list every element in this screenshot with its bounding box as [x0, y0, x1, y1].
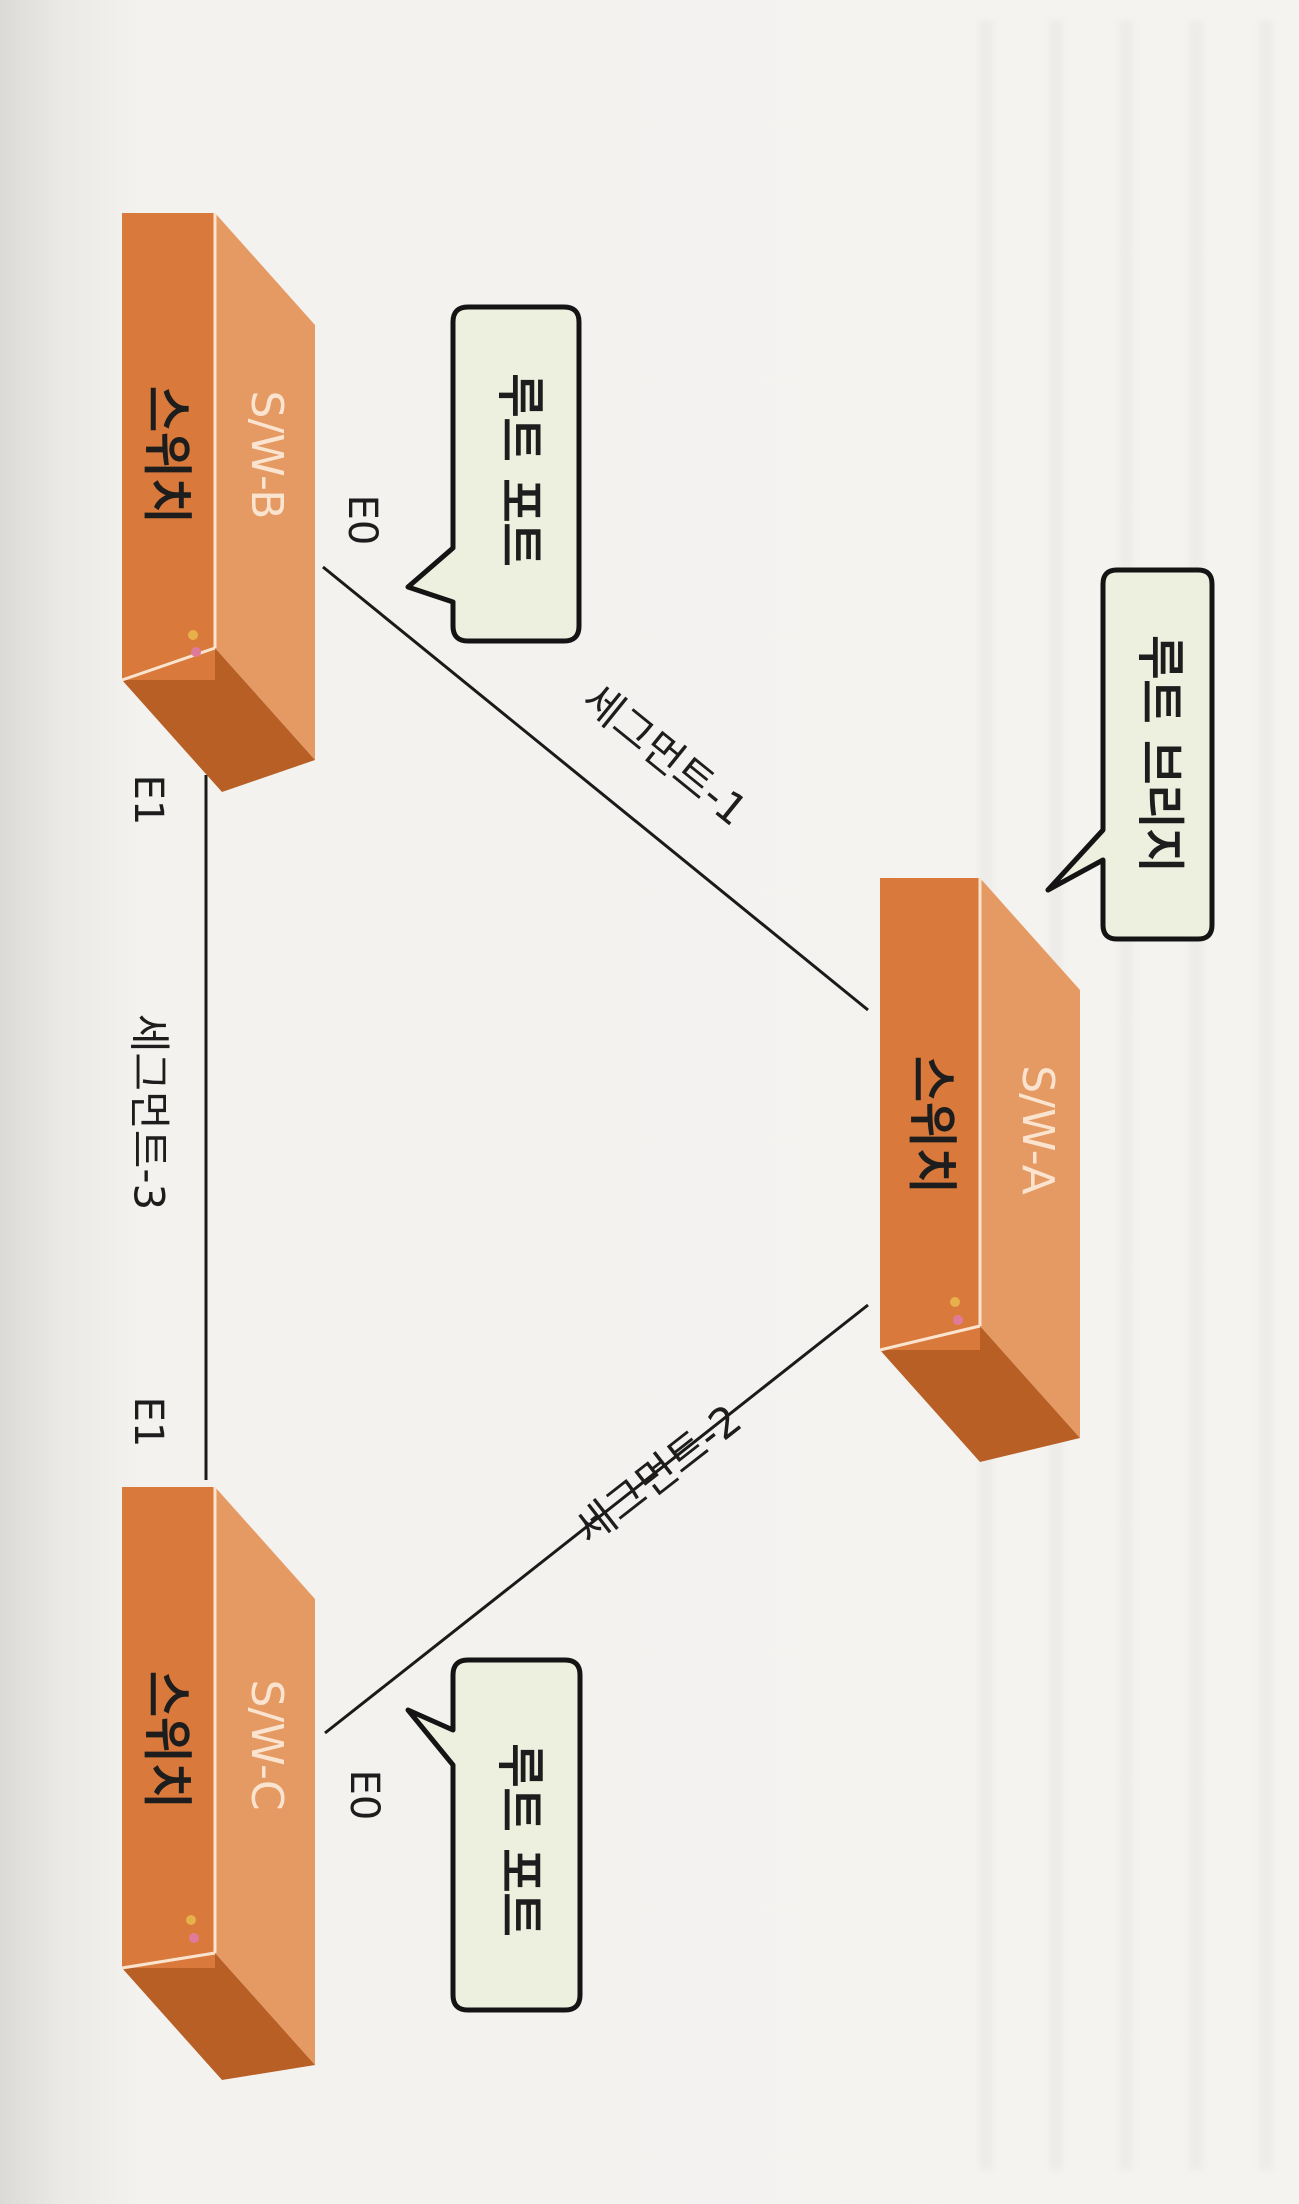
root-port-b-callout: 루트 포트	[405, 304, 582, 644]
switch-c[interactable]: S/W-C 스위치	[121, 1487, 315, 2080]
switch-c-front	[122, 1487, 215, 1968]
connection-lines	[204, 565, 869, 1735]
switch-b-led-2	[191, 647, 201, 657]
root-bridge-callout: 루트 브리지	[1045, 567, 1215, 942]
segment-3-label: 세그먼트-3	[125, 1014, 174, 1210]
root-port-c-callout-bubble	[405, 1657, 583, 2013]
segment-2-line	[324, 1303, 869, 1735]
switch-a-led-2	[953, 1315, 963, 1325]
root-port-b-callout-bubble	[405, 304, 582, 644]
switch-b[interactable]: S/W-B 스위치	[121, 213, 315, 792]
segment-1-line	[322, 565, 869, 1012]
switch-a-led	[950, 1297, 960, 1307]
switch-b-top	[215, 213, 315, 760]
switch-b-front	[122, 213, 215, 680]
root-port-c-callout-text: 루트 포트	[492, 1743, 548, 1936]
segment-1-label: 세그먼트-1	[573, 674, 756, 836]
switch-c-side	[122, 1953, 315, 2080]
switch-c-top-label: S/W-C	[241, 1679, 292, 1810]
switch-b-body-label: 스위치	[138, 386, 196, 524]
switch-c-led-2	[189, 1933, 199, 1943]
switch-b-top-label: S/W-B	[241, 391, 292, 520]
switch-b-led	[188, 630, 198, 640]
sw-c-e1-port-label: E1	[125, 1397, 171, 1448]
sw-b-e0-port-label: E0	[339, 495, 385, 546]
switch-a-top	[980, 878, 1080, 1438]
sw-c-e0-port-label: E0	[341, 1770, 387, 1821]
switch-c-body-label: 스위치	[138, 1671, 196, 1809]
root-bridge-callout-text: 루트 브리지	[1132, 635, 1188, 873]
switch-c-top	[215, 1487, 315, 2065]
switch-a-side	[880, 1326, 1080, 1462]
switch-a-edge-bottom	[879, 1324, 981, 1352]
switch-b-side	[122, 648, 315, 792]
switch-a-front	[880, 878, 980, 1350]
sw-b-e1-port-label: E1	[125, 775, 171, 826]
root-port-c-callout: 루트 포트	[405, 1657, 583, 2013]
switch-a-top-label: S/W-A	[1012, 1065, 1063, 1195]
switch-a-body-label: 스위치	[903, 1056, 961, 1194]
switch-c-edge-bottom	[121, 1951, 216, 1970]
root-bridge-callout-bubble	[1045, 567, 1215, 942]
switch-c-led	[186, 1915, 196, 1925]
segment-2-label: 세그먼트-2	[566, 1395, 751, 1555]
root-port-b-callout-text: 루트 포트	[492, 373, 548, 566]
switch-a[interactable]: S/W-A 스위치	[879, 878, 1080, 1462]
